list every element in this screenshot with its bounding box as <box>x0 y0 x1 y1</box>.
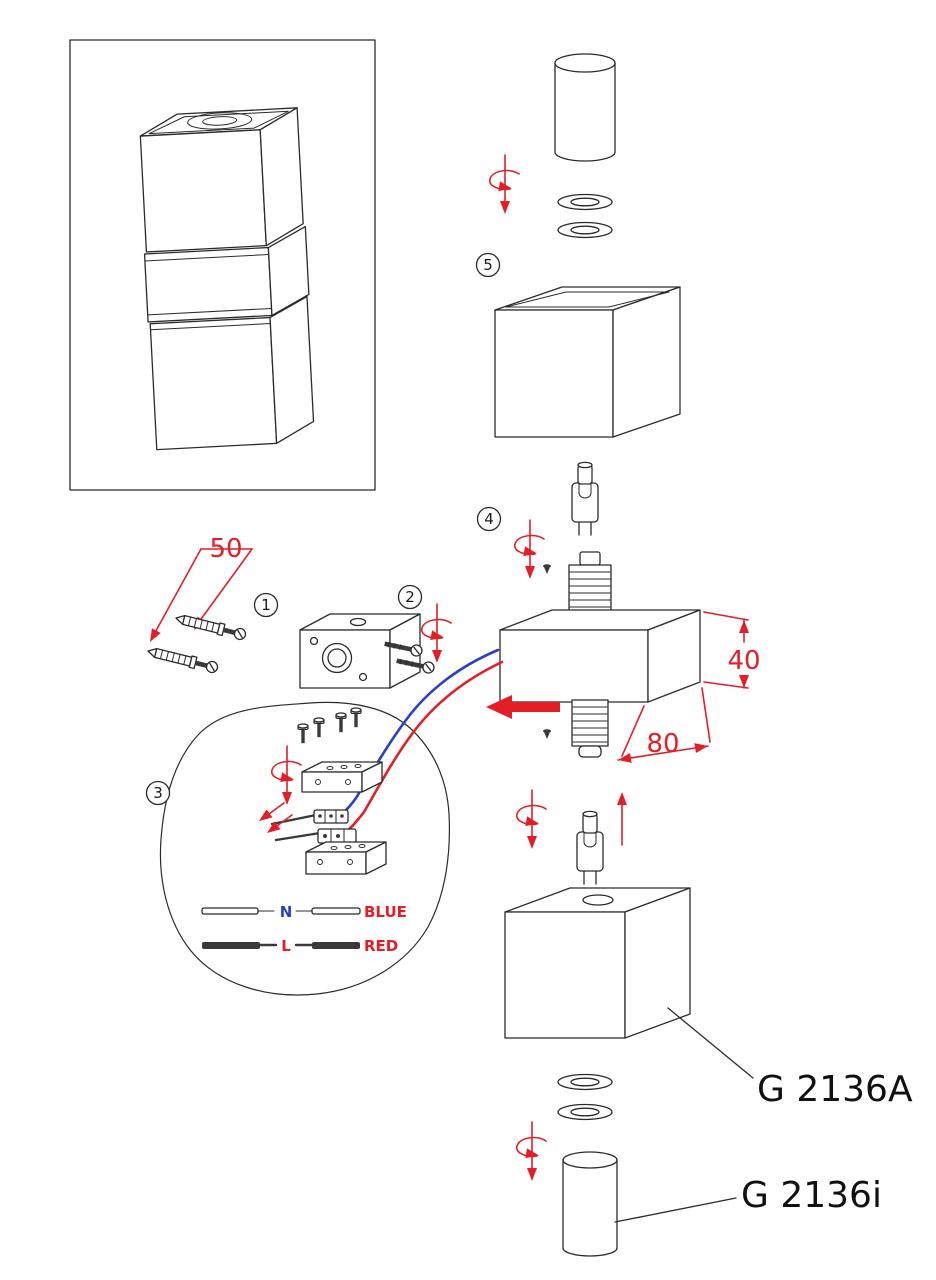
rotation-arrow-icon <box>422 604 451 663</box>
cube-shade <box>504 887 691 1039</box>
step1-wall-anchors: 50 1 <box>145 534 279 675</box>
diffuser-cylinder-bottom <box>562 1151 618 1257</box>
product-label-g2136a: G 2136A <box>757 1069 913 1110</box>
step5-top-assembly: 5 <box>475 53 681 438</box>
rotation-arrow-icon <box>490 155 519 214</box>
step-badge-3-number: 3 <box>153 784 163 802</box>
dimension-arrow-icon <box>145 628 161 645</box>
dimension-80: 80 <box>617 687 711 765</box>
terminal-block-upper <box>301 761 383 793</box>
washer-ring <box>557 1103 613 1121</box>
pointer-line-g2136a <box>667 1007 754 1079</box>
step2-mounting-bracket: 2 <box>299 584 451 689</box>
rotation-arrow-icon <box>515 520 544 579</box>
glass-cube-shade <box>494 286 681 438</box>
step3-wiring-detail: N BLUE L RED 3 <box>145 707 407 955</box>
step-badge-3 <box>145 780 171 806</box>
neutral-label: N <box>280 903 293 921</box>
dimension-40: 40 <box>703 611 761 689</box>
terminal-block-lower <box>305 841 387 875</box>
step-badge-5-number: 5 <box>483 256 493 274</box>
lamp-socket-top <box>568 551 612 616</box>
lamp-socket-bottom <box>571 699 609 758</box>
product-label-g2136i: G 2136i <box>741 1175 882 1216</box>
assembled-lamp-drawing <box>139 107 315 451</box>
wire-connector-strip <box>313 809 357 844</box>
wall-anchor-screw <box>145 644 220 675</box>
halogen-bulb <box>571 461 599 536</box>
washer-ring <box>557 221 613 239</box>
diffuser-cylinder-top <box>554 53 616 162</box>
supply-wires <box>332 648 504 836</box>
live-wire-red <box>340 660 504 836</box>
step-badge-2-number: 2 <box>405 588 415 606</box>
live-color-label: RED <box>364 937 398 955</box>
set-screw <box>543 729 551 739</box>
wire-legend: N BLUE L RED <box>201 903 407 955</box>
live-label: L <box>281 937 291 955</box>
bottom-assembly: G 2136A G 2136i <box>504 790 913 1257</box>
wiring-detail-balloon <box>159 701 450 996</box>
washer-ring <box>557 193 613 211</box>
step4-body-assembly: 4 <box>476 461 761 765</box>
rotation-arrow-icon <box>517 1122 546 1181</box>
dimension-80-label: 80 <box>646 729 679 759</box>
step-badge-1-number: 1 <box>261 596 271 614</box>
wall-anchor-screw <box>173 611 248 642</box>
insert-direction-arrow <box>486 695 560 719</box>
step-badge-1 <box>253 592 279 618</box>
set-screw <box>543 564 551 574</box>
bracket-block <box>299 613 421 689</box>
neutral-color-label: BLUE <box>364 903 407 921</box>
pointer-line-g2136i <box>614 1197 737 1223</box>
halogen-bulb <box>576 810 604 885</box>
overview-frame <box>69 39 376 491</box>
step-badge-4-number: 4 <box>484 510 494 528</box>
step-badge-4 <box>476 506 502 532</box>
rotation-arrow-icon <box>517 790 546 849</box>
washer-ring <box>557 1073 613 1091</box>
lamp-body-box <box>499 609 701 703</box>
dimension-40-label: 40 <box>727 646 760 676</box>
step-badge-2 <box>397 584 423 610</box>
neutral-wire-blue <box>332 648 500 821</box>
step-badge-5 <box>475 252 501 278</box>
